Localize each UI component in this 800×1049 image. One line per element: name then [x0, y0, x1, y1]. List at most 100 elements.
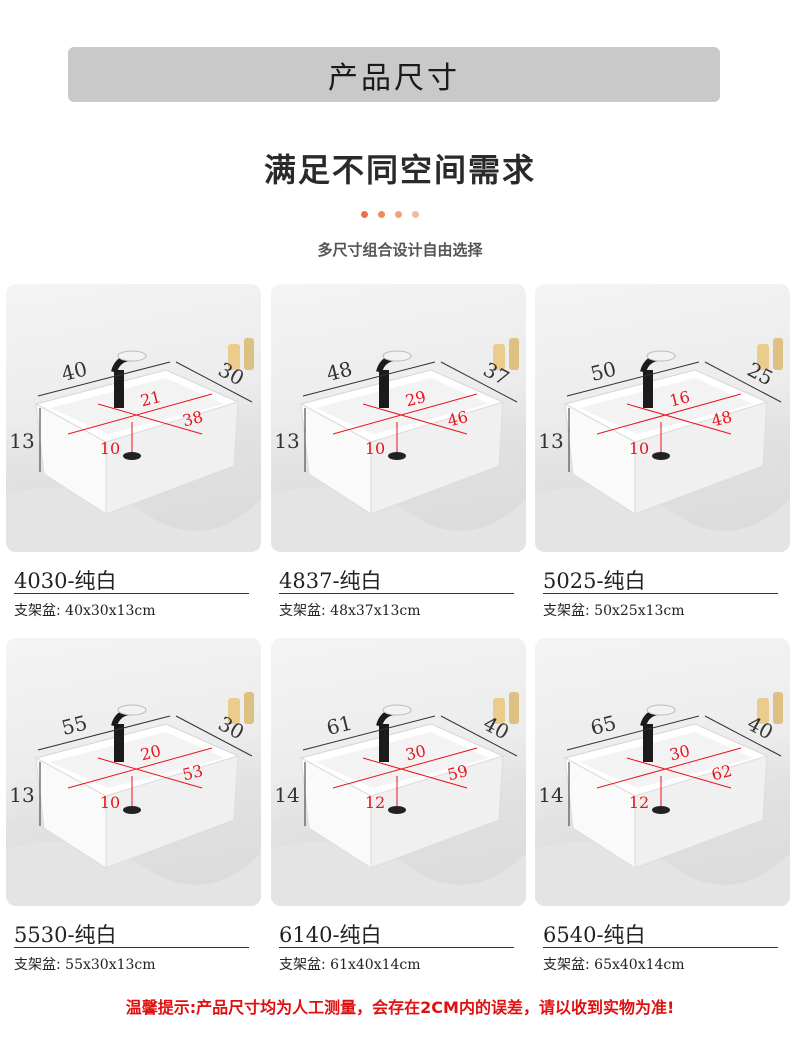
- inner-width-label: 30: [403, 741, 427, 764]
- product-model: 4030-纯白: [14, 569, 117, 593]
- sink-side: [105, 401, 239, 515]
- product-spec: 支架盆: 55x30x13cm: [14, 954, 156, 974]
- counter-surface: [271, 841, 526, 906]
- inner-length-label: 48: [709, 407, 733, 430]
- inner-length-label: 46: [445, 407, 469, 430]
- height-label: 13: [9, 783, 34, 807]
- product-model: 6140-纯白: [279, 923, 382, 947]
- product-spec: 支架盆: 61x40x14cm: [279, 954, 421, 974]
- divider: [543, 593, 778, 594]
- dot-1: [361, 211, 368, 218]
- faucet-handle: [382, 704, 412, 716]
- spec-value: 48x37x13cm: [330, 603, 421, 619]
- spec-label: 支架盆:: [279, 957, 326, 973]
- inner-width-label: 16: [667, 387, 691, 410]
- inner-length-line: [332, 747, 478, 789]
- width-line: [175, 361, 253, 403]
- inner-width-label: 30: [667, 741, 691, 764]
- inner-length-line: [596, 747, 742, 789]
- drain-icon: [123, 452, 141, 460]
- inner-length-line: [332, 393, 478, 435]
- bottle-icon: [493, 698, 505, 724]
- length-label: 61: [324, 710, 355, 739]
- drain-icon: [388, 452, 406, 460]
- inner-width-line: [97, 403, 203, 435]
- section-banner: 产品尺寸: [68, 47, 720, 102]
- drain-icon: [123, 806, 141, 814]
- banner-title: 产品尺寸: [328, 60, 460, 96]
- drain-icon: [388, 806, 406, 814]
- height-label: 13: [538, 429, 563, 453]
- bottle-icon: [509, 338, 519, 370]
- drain-label: 10: [629, 439, 649, 458]
- bottle-icon: [228, 344, 240, 370]
- sink-side: [370, 401, 504, 515]
- length-label: 50: [588, 356, 619, 385]
- sink-side: [634, 755, 768, 869]
- product-model: 4837-纯白: [279, 569, 382, 593]
- length-line: [566, 361, 700, 397]
- divider: [279, 593, 514, 594]
- spec-label: 支架盆:: [279, 603, 326, 619]
- sink-side: [634, 401, 768, 515]
- counter-surface: [535, 487, 790, 552]
- bottle-icon: [757, 344, 769, 370]
- drain-label: 12: [629, 793, 649, 812]
- faucet-handle: [646, 704, 676, 716]
- dot-3: [395, 211, 402, 218]
- width-line: [440, 715, 518, 757]
- sink-bowl: [50, 378, 224, 434]
- sink-bowl: [315, 378, 489, 434]
- inner-width-label: 21: [138, 387, 162, 410]
- inner-width-label: 20: [138, 741, 162, 764]
- inner-length-label: 53: [180, 761, 204, 784]
- divider: [279, 947, 514, 948]
- height-label: 13: [9, 429, 34, 453]
- sink-side: [105, 755, 239, 869]
- bottle-icon: [244, 338, 254, 370]
- inner-width-label: 29: [403, 387, 427, 410]
- length-label: 48: [324, 356, 355, 385]
- bottle-icon: [244, 692, 254, 724]
- spec-value: 65x40x14cm: [594, 957, 685, 973]
- height-label: 13: [274, 429, 299, 453]
- spec-value: 55x30x13cm: [65, 957, 156, 973]
- bottle-icon: [509, 692, 519, 724]
- length-line: [566, 715, 700, 751]
- bottle-icon: [228, 698, 240, 724]
- inner-width-line: [97, 757, 203, 789]
- length-line: [302, 361, 436, 397]
- divider: [14, 947, 249, 948]
- drain-label: 12: [365, 793, 385, 812]
- inner-width-line: [626, 757, 732, 789]
- product-spec: 支架盆: 48x37x13cm: [279, 600, 421, 620]
- counter-surface: [271, 487, 526, 552]
- faucet-icon: [643, 724, 653, 762]
- bottle-icon: [773, 692, 783, 724]
- spec-label: 支架盆:: [543, 957, 590, 973]
- width-line: [440, 361, 518, 403]
- length-line: [37, 361, 171, 397]
- inner-width-line: [362, 757, 468, 789]
- sink-side: [370, 755, 504, 869]
- faucet-handle: [646, 350, 676, 362]
- width-line: [704, 361, 782, 403]
- spec-label: 支架盆:: [543, 603, 590, 619]
- length-line: [302, 715, 436, 751]
- product-spec: 支架盆: 50x25x13cm: [543, 600, 685, 620]
- height-label: 14: [274, 783, 299, 807]
- divider: [14, 593, 249, 594]
- divider: [543, 947, 778, 948]
- product-spec: 支架盆: 40x30x13cm: [14, 600, 156, 620]
- bottle-icon: [757, 698, 769, 724]
- dot-2: [378, 211, 385, 218]
